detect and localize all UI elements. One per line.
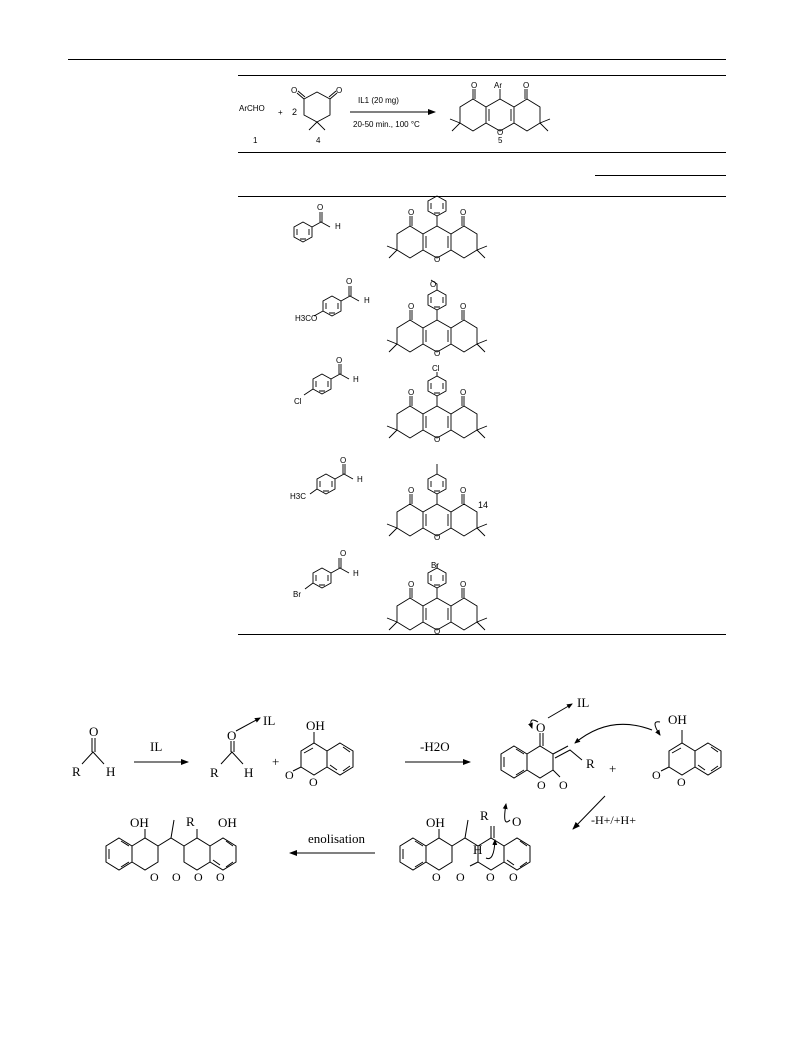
aldehyde-substituent: H3C [290, 492, 306, 501]
arrow-enolisation-label: enolisation [308, 831, 366, 846]
svg-text:O: O [216, 870, 225, 884]
svg-text:O: O [346, 277, 352, 286]
svg-text:O: O [432, 870, 441, 884]
table-row: O H Br Br [293, 549, 488, 637]
label-4: 4 [316, 136, 321, 145]
aldehyde-substituent: H3CO [295, 314, 317, 323]
svg-text:R: R [186, 814, 195, 829]
coefficient: 2 [292, 107, 297, 117]
arrow-il-label: IL [150, 739, 162, 754]
svg-text:O: O [652, 768, 661, 782]
aldehyde-structure [312, 557, 350, 589]
svg-text:+: + [609, 761, 616, 776]
svg-text:OH: OH [130, 815, 149, 830]
aldehyde-h: H [106, 764, 115, 779]
hydroxycoumarin: OH O O [285, 718, 354, 789]
svg-text:O: O [309, 775, 318, 789]
aldehyde-start: O R H [72, 724, 115, 779]
svg-text:O: O [486, 870, 495, 884]
svg-text:O: O [677, 775, 686, 789]
product-ar: Ar [494, 81, 502, 90]
conditions-catalyst: IL1 (20 mg) [358, 96, 399, 105]
svg-text:H: H [357, 475, 363, 484]
intermediate-r: R [586, 756, 595, 771]
arrow-proton-transfer [572, 795, 606, 830]
table-row: O H Cl Cl [294, 356, 488, 445]
svg-text:O: O [509, 870, 518, 884]
table-row: O H H3C 14 [290, 456, 488, 543]
svg-text:O: O [285, 768, 294, 782]
svg-text:R: R [480, 808, 489, 823]
arrow-dehydration-label: -H2O [420, 739, 450, 754]
svg-text:O: O [512, 814, 521, 829]
knoevenagel-intermediate: O R O O IL [500, 695, 653, 792]
svg-text:O: O [291, 86, 297, 95]
product-structure [386, 279, 488, 359]
aldehyde-structure [293, 211, 331, 243]
svg-text:O: O [227, 728, 236, 743]
svg-text:OH: OH [218, 815, 237, 830]
product-structure [386, 372, 488, 445]
michael-adduct: OH R O H O O O O [399, 803, 531, 884]
reactant-archo: ArCHO [239, 104, 265, 113]
activated-aldehyde: O IL R H [210, 713, 275, 780]
product-substituent: Cl [432, 364, 440, 373]
label-5: 5 [498, 136, 503, 145]
dimedone-structure: O O [291, 86, 342, 131]
svg-text:O: O [536, 720, 545, 735]
activated-il: IL [263, 713, 275, 728]
svg-text:O: O [194, 870, 203, 884]
aldehyde-substituent: Cl [294, 397, 302, 406]
product-substituent: O [430, 280, 436, 289]
aldehyde-structure [312, 363, 350, 395]
svg-text:O: O [537, 778, 546, 792]
conditions-time-temp: 20-50 min., 100 °C [353, 120, 420, 129]
aldehyde-substituent: Br [293, 590, 301, 599]
product-structure [386, 195, 488, 265]
aldehyde-structure [322, 285, 360, 317]
coumarin-oh: OH [306, 718, 325, 733]
compound-label-14: 14 [478, 500, 488, 510]
svg-text:O: O [336, 356, 342, 365]
aldehyde-structure [316, 463, 354, 495]
svg-text:O: O [559, 778, 568, 792]
mechanism-scheme: O R H IL O IL R H + OH O O -H2O [72, 695, 722, 884]
svg-text:O: O [340, 549, 346, 558]
plus-1: + [272, 754, 279, 769]
bis-coumarin-product: OH R OH O O O O [105, 814, 237, 884]
table-row: O H H3CO O [295, 277, 488, 359]
label-1: 1 [253, 136, 258, 145]
svg-text:O: O [150, 870, 159, 884]
aldehyde-r: R [72, 764, 81, 779]
arrow-proton-label: -H+/+H+ [591, 813, 636, 827]
table-row: O H [293, 195, 488, 265]
product-substituent: Br [431, 561, 439, 570]
hydroxycoumarin-2: OH O O [652, 712, 722, 789]
svg-text:O: O [172, 870, 181, 884]
svg-text:H: H [244, 765, 253, 780]
plus-sign: + [278, 108, 283, 117]
svg-text:OH: OH [668, 712, 687, 727]
svg-text:OH: OH [426, 815, 445, 830]
product-structure [386, 564, 488, 637]
svg-text:O: O [336, 86, 342, 95]
intermediate-il: IL [577, 695, 589, 710]
svg-text:H: H [353, 569, 359, 578]
table-reaction-scheme: ArCHO + 2 O O IL1 (20 mg) 20-50 min., 10… [239, 80, 551, 145]
svg-text:O: O [340, 456, 346, 465]
svg-text:H: H [353, 375, 359, 384]
product-structure [386, 464, 488, 543]
svg-text:O: O [89, 724, 98, 739]
svg-text:H: H [335, 222, 341, 231]
svg-text:O: O [317, 203, 323, 212]
adduct-h: H [473, 842, 482, 857]
svg-text:R: R [210, 765, 219, 780]
svg-text:H: H [364, 296, 370, 305]
svg-text:O: O [456, 870, 465, 884]
